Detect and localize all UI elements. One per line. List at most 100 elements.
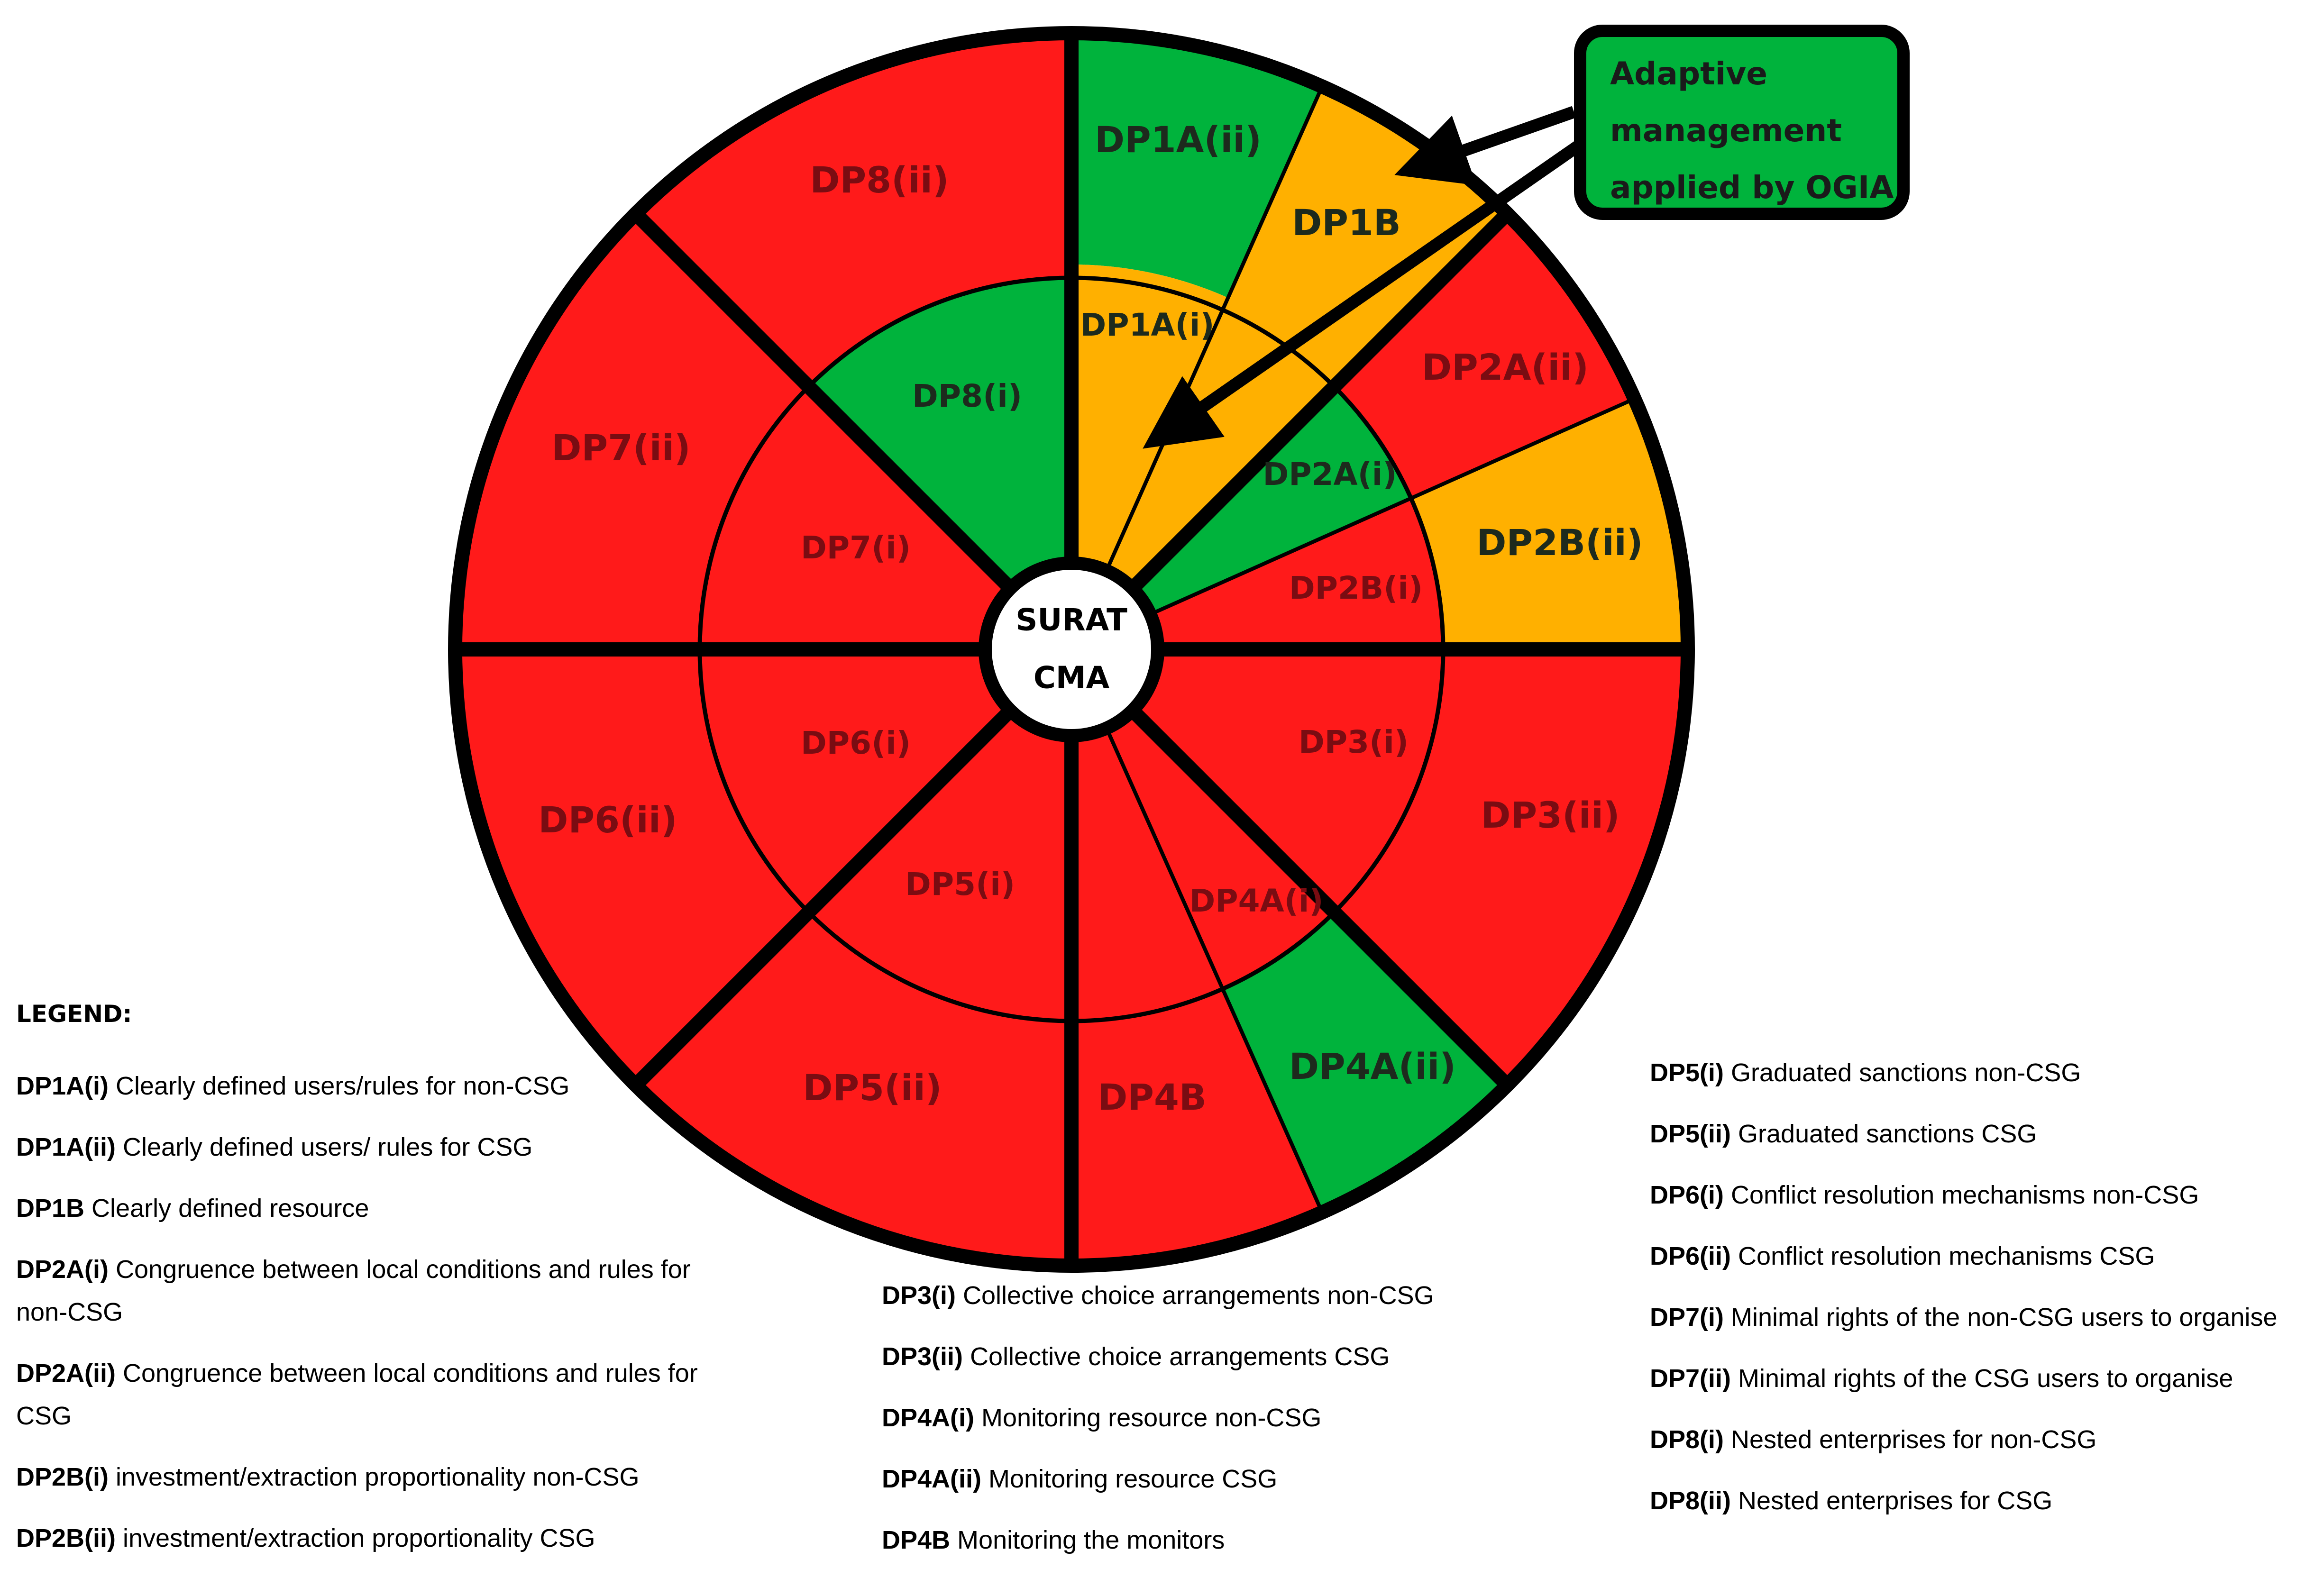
legend-middle-item: DP4B Monitoring the monitors [882, 1519, 1593, 1561]
arrow-to-dp1ai [1143, 137, 1587, 449]
outer-segment-dp7ii [455, 213, 809, 649]
legend-description: Graduated sanctions CSG [1731, 1120, 2037, 1148]
legend-description: Minimal rights of the CSG users to organ… [1731, 1364, 2233, 1393]
outer-label-dp7ii: DP7(ii) [551, 427, 690, 469]
outer-segment-dp8ii [635, 33, 1071, 387]
legend-left-item: DP2B(i) investment/extraction proportion… [16, 1456, 727, 1498]
legend-description: investment/extraction proportionality CS… [116, 1524, 595, 1552]
outer-label-dp5ii: DP5(ii) [803, 1067, 942, 1109]
legend-code: DP4A(ii) [882, 1465, 982, 1493]
legend-code: DP2A(ii) [16, 1359, 116, 1387]
legend-description: Conflict resolution mechanisms non-CSG [1724, 1181, 2199, 1209]
legend-middle-item: DP3(i) Collective choice arrangements no… [882, 1274, 1593, 1317]
inner-label-dp4ai: DP4A(i) [1189, 883, 1323, 919]
legend-left-item: DP1A(i) Clearly defined users/rules for … [16, 1065, 727, 1107]
legend-title: LEGEND: [16, 1000, 132, 1028]
legend-column-right: DP5(i) Graduated sanctions non-CSG DP5(ii… [1650, 1051, 2323, 1541]
legend-description: Congruence between local conditions and … [16, 1359, 698, 1430]
legend-column-left: DP1A(i) Clearly defined users/rules for … [16, 1065, 727, 1569]
outer-segment-dp6ii [455, 649, 809, 1086]
thick-spoke [1127, 705, 1512, 1090]
callout-line-2: management [1610, 112, 1842, 149]
outer-segment-dp3ii [1334, 649, 1688, 1086]
legend-left-item: DP2A(ii) Congruence between local condit… [16, 1352, 727, 1437]
inner-segment-dp2ai [1132, 386, 1411, 614]
legend-code: DP7(i) [1650, 1303, 1724, 1332]
legend-left-item: DP2A(i) Congruence between local conditi… [16, 1248, 727, 1333]
legend-middle-item: DP4A(ii) Monitoring resource CSG [882, 1458, 1593, 1500]
legend-left-item: DP1A(ii) Clearly defined users/ rules fo… [16, 1126, 727, 1168]
outer-segment-dp5ii [635, 912, 1071, 1266]
legend-code: DP5(i) [1650, 1058, 1724, 1087]
thin-divider [1105, 727, 1324, 1213]
inner-label-dp6i: DP6(i) [801, 725, 911, 761]
outer-label-dp4b: DP4B [1098, 1076, 1207, 1118]
legend-column-middle: DP3(i) Collective choice arrangements no… [882, 1274, 1593, 1569]
legend-code: DP3(ii) [882, 1342, 963, 1371]
adaptive-management-callout: Adaptive management applied by OGIA [1574, 25, 1910, 220]
hub-circle [979, 556, 1164, 742]
outer-segment-dp1aii [1071, 33, 1322, 298]
outer-rim [448, 26, 1695, 1273]
legend-right-item: DP5(ii) Graduated sanctions CSG [1650, 1113, 2323, 1155]
legend-code: DP7(ii) [1650, 1364, 1731, 1393]
legend-middle-item: DP4A(i) Monitoring resource non-CSG [882, 1396, 1593, 1439]
legend-code: DP2B(i) [16, 1463, 109, 1491]
legend-description: Congruence between local conditions and … [16, 1255, 691, 1326]
outer-label-dp2bii: DP2B(ii) [1476, 521, 1643, 564]
legend-right-item: DP5(i) Graduated sanctions non-CSG [1650, 1051, 2323, 1094]
legend-code: DP5(ii) [1650, 1120, 1731, 1148]
inner-label-dp8i: DP8(i) [912, 378, 1022, 414]
arrow-to-dp1b [1394, 106, 1576, 185]
outer-label-dp1aii: DP1A(ii) [1095, 119, 1262, 161]
legend-left-item: DP2B(ii) investment/extraction proportio… [16, 1517, 727, 1560]
legend-code: DP8(ii) [1650, 1487, 1731, 1515]
thick-spoke [631, 705, 1016, 1090]
inner-segment-dp4ai [1107, 710, 1335, 989]
legend-code: DP6(ii) [1650, 1242, 1731, 1270]
wheel-group: SURATCMADP1A(ii)DP1BDP2A(ii)DP2B(ii)DP3(… [448, 26, 1695, 1273]
outer-label-dp4aii: DP4A(ii) [1289, 1045, 1456, 1087]
legend-middle-item: DP3(ii) Collective choice arrangements C… [882, 1335, 1593, 1378]
legend-description: Collective choice arrangements non-CSG [956, 1281, 1434, 1310]
inner-label-dp5i: DP5(i) [905, 866, 1015, 903]
callout-arrows [1143, 106, 1587, 449]
inner-label-dp2ai: DP2A(i) [1263, 456, 1397, 493]
legend-code: DP8(i) [1650, 1425, 1724, 1454]
legend-left-item: DP1B Clearly defined resource [16, 1187, 727, 1230]
legend-code: DP6(i) [1650, 1181, 1724, 1209]
legend-right-item: DP7(ii) Minimal rights of the CSG users … [1650, 1357, 2323, 1400]
legend-code: DP4B [882, 1526, 951, 1554]
legend-right-item: DP8(ii) Nested enterprises for CSG [1650, 1479, 2323, 1522]
legend-right-item: DP7(i) Minimal rights of the non-CSG use… [1650, 1296, 2323, 1339]
inner-label-dp1ai: DP1A(i) [1080, 307, 1214, 343]
legend-code: DP2B(ii) [16, 1524, 116, 1552]
thick-spoke [631, 209, 1016, 593]
outer-label-dp3ii: DP3(ii) [1481, 794, 1619, 836]
legend-description: Nested enterprises for CSG [1731, 1487, 2053, 1515]
legend-code: DP1B [16, 1194, 85, 1222]
inner-segment-dp3i [1132, 649, 1443, 912]
hub-label-line-2: CMA [1034, 661, 1110, 696]
callout-line-3: applied by OGIA [1610, 169, 1894, 206]
legend-code: DP1A(i) [16, 1072, 109, 1100]
legend-description: Minimal rights of the non-CSG users to o… [1724, 1303, 2278, 1332]
legend-description: investment/extraction proportionality no… [109, 1463, 640, 1491]
legend-code: DP1A(ii) [16, 1133, 116, 1161]
legend-code: DP4A(i) [882, 1404, 975, 1432]
outer-segment-dp4aii [1222, 912, 1508, 1213]
inner-label-dp7i: DP7(i) [801, 529, 911, 566]
outer-label-dp2aii: DP2A(ii) [1422, 346, 1589, 388]
legend-right-item: DP6(ii) Conflict resolution mechanisms C… [1650, 1235, 2323, 1277]
outer-label-dp1b: DP1B [1292, 201, 1401, 244]
outer-segment-dp2aii [1334, 213, 1635, 499]
legend-description: Monitoring resource CSG [981, 1465, 1278, 1493]
outer-segment-dp4b [1071, 728, 1322, 1266]
inner-label-dp3i: DP3(i) [1299, 724, 1409, 760]
callout-line-1: Adaptive [1610, 55, 1768, 92]
thin-divider [1149, 397, 1636, 616]
legend-description: Graduated sanctions non-CSG [1724, 1058, 2081, 1087]
outer-segment-dp2bii [1411, 399, 1688, 649]
